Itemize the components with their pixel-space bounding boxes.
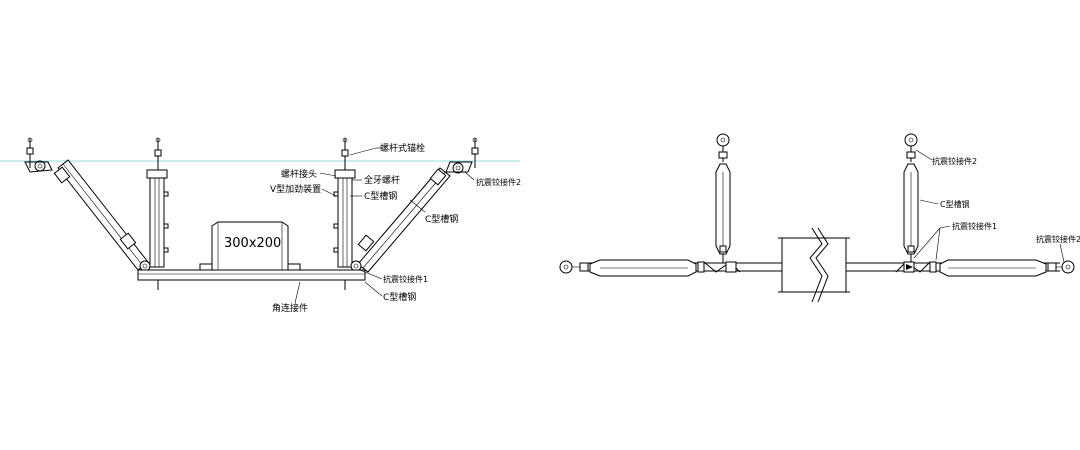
bottom-c-channel: [137, 269, 366, 290]
label-hinge-2: 抗震铰接件2: [476, 177, 521, 187]
label-anchor-bolt: 螺杆式锚栓: [380, 142, 425, 154]
end-eyes: [559, 260, 1075, 274]
label-rod-connector: 螺杆接头: [281, 168, 317, 180]
left-labels: 螺杆式锚栓 螺杆接头 全牙螺杆 V型加劲装置 C型槽钢 C型槽钢 抗震铰接件2 …: [270, 142, 521, 314]
right-vertical-hangers: [715, 133, 919, 263]
left-leaders: [294, 147, 475, 304]
anchor-bolt: [471, 137, 479, 168]
vertical-hangers: [146, 169, 356, 268]
label-angle-connector: 角连接件: [272, 302, 308, 314]
label-v-stiffener: V型加劲装置: [270, 183, 321, 195]
label-right-c-channel: C型槽钢: [940, 199, 970, 209]
label-c-channel-brace: C型槽钢: [425, 213, 458, 225]
label-c-channel-bottom: C型槽钢: [383, 291, 416, 303]
anchor-bolts: [26, 137, 479, 175]
ceiling-hinges: [24, 160, 473, 174]
duct: 300x200: [199, 221, 301, 271]
right-view: 抗震铰接件2 C型槽钢 抗震铰接件1 抗震铰接件2: [559, 133, 1080, 303]
anchor-bolt: [154, 137, 162, 175]
duct-size-label: 300x200: [224, 236, 281, 251]
left-view: 300x200 螺杆式锚栓 螺杆接头 全牙螺杆 V型加劲装置: [0, 137, 521, 314]
horizontal-braces: [579, 259, 1057, 277]
label-right-hinge-1: 抗震铰接件1: [952, 221, 997, 231]
label-right-hinge-2-top: 抗震铰接件2: [932, 156, 977, 166]
label-full-thread-rod: 全牙螺杆: [364, 174, 400, 186]
anchor-bolt: [26, 137, 34, 168]
right-labels: 抗震铰接件2 C型槽钢 抗震铰接件1 抗震铰接件2: [932, 156, 1080, 244]
junction-fittings: [703, 261, 931, 273]
duct-break: [778, 227, 850, 303]
label-hinge-1: 抗震铰接件1: [383, 274, 428, 284]
anchor-bolt: [341, 137, 349, 175]
label-right-hinge-2-right: 抗震铰接件2: [1036, 234, 1080, 244]
label-c-channel-upper: C型槽钢: [364, 190, 397, 202]
right-leaders: [913, 149, 1065, 263]
